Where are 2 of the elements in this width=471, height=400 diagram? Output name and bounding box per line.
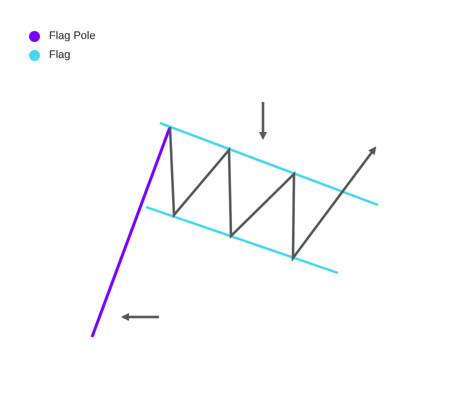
legend-label: Flag Pole: [49, 29, 96, 43]
legend-label: Flag: [49, 48, 70, 62]
